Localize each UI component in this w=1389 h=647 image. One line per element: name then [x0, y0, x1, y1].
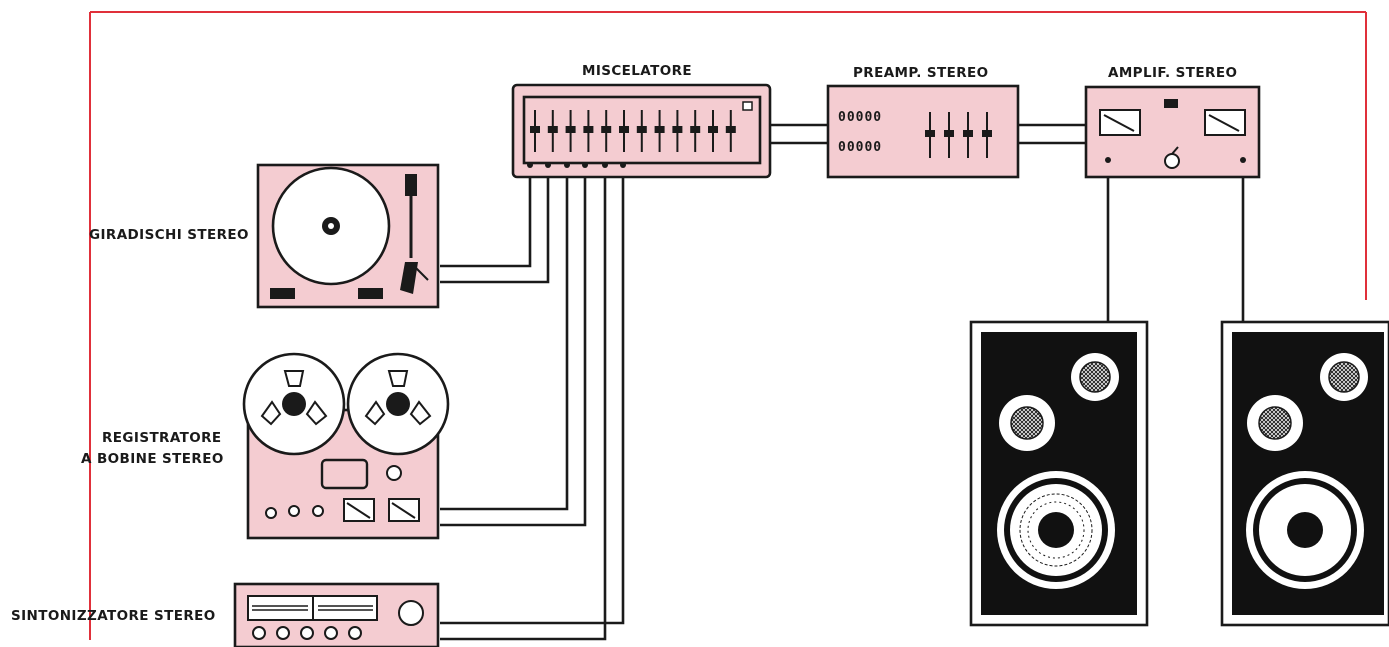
preamp-display-top: 00000 [838, 110, 882, 125]
mixer-input-jack [620, 162, 626, 168]
right-reel [348, 354, 448, 454]
turntable-unit [258, 165, 438, 307]
midrange [1247, 395, 1303, 451]
speaker-left [971, 322, 1147, 625]
mixer-label: MISCELATORE [582, 63, 692, 79]
tuner-preset-button [253, 627, 265, 639]
reel-to-reel-recorder [244, 354, 448, 538]
amp-power-light [1164, 99, 1178, 108]
tuner-preset-button [301, 627, 313, 639]
woofer [997, 471, 1115, 589]
reel-recorder-label-line1: REGISTRATORE [102, 430, 222, 446]
tape-head-cover [322, 460, 367, 488]
left-reel [244, 354, 344, 454]
woofer [1246, 471, 1364, 589]
midrange [999, 395, 1055, 451]
speaker-right [1222, 322, 1389, 625]
amplifier-unit [1086, 87, 1259, 177]
amp-vu-meter-right [1205, 110, 1245, 135]
mixer-input-jack [582, 162, 588, 168]
preamp-display-bottom: 00000 [838, 140, 882, 155]
amp-vu-meter-left [1100, 110, 1140, 135]
preamp-label: PREAMP. STEREO [853, 65, 989, 81]
mixer-input-jack [545, 162, 551, 168]
tuner-preset-button [277, 627, 289, 639]
tuner-label: SINTONIZZATORE STEREO [11, 608, 216, 624]
mixer-input-jack [527, 162, 533, 168]
preamp-unit: 00000 00000 [828, 86, 1018, 177]
tuner-preset-button [349, 627, 361, 639]
tweeter [1320, 353, 1368, 401]
tweeter [1071, 353, 1119, 401]
tuner-unit [235, 584, 438, 647]
mixer-input-jack [602, 162, 608, 168]
turntable-label: GIRADISCHI STEREO [89, 227, 249, 243]
mixer-unit [513, 85, 770, 177]
amp-label: AMPLIF. STEREO [1108, 65, 1237, 81]
mixer-input-jack [564, 162, 570, 168]
reel-recorder-label-line2: A BOBINE STEREO [81, 451, 224, 467]
tuner-preset-button [325, 627, 337, 639]
tuner-knob [399, 601, 423, 625]
